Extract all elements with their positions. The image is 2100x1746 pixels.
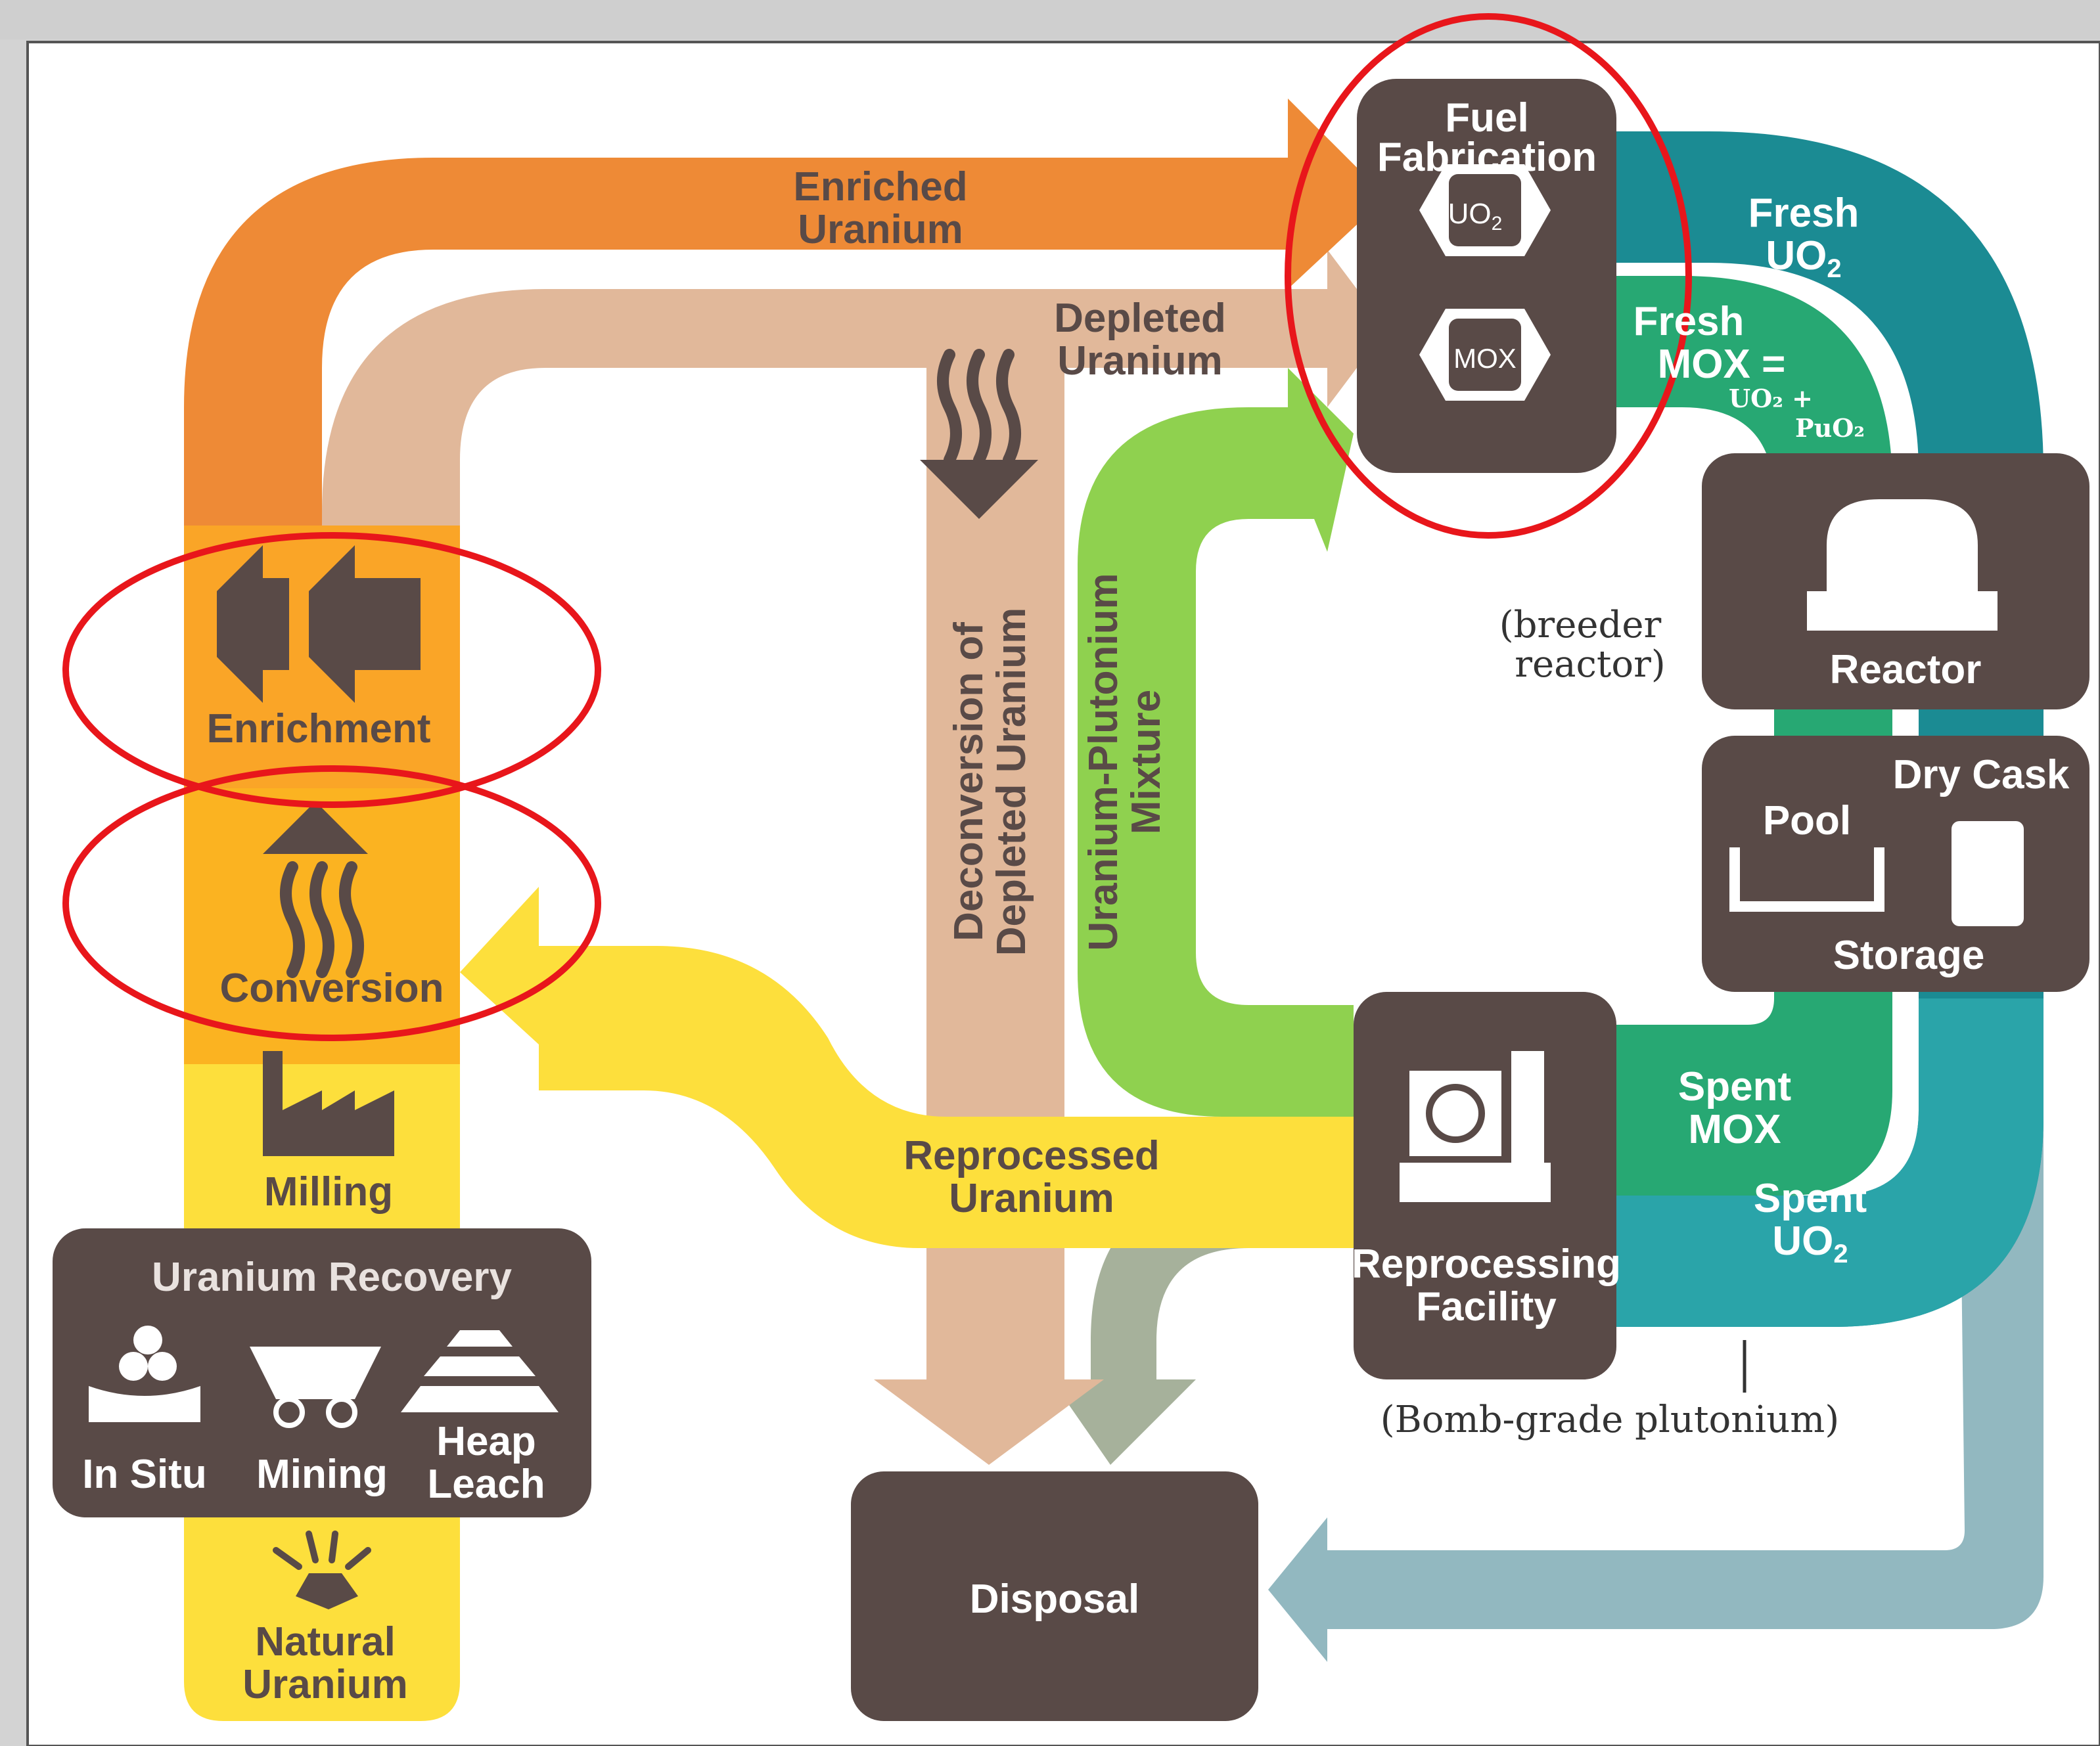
storage-label: Storage (1833, 933, 1985, 978)
highlight-ellipses (62, 13, 1692, 1041)
natural-uranium-icon (273, 1531, 371, 1609)
depleted-uranium-flow (322, 250, 1386, 1465)
dry-cask-label: Dry Cask (1893, 752, 2070, 797)
fuel-fabrication-label-1: Fuel (1445, 95, 1528, 141)
fresh-uo2-label-1: Fresh (1748, 190, 1860, 236)
labels: Enrichment Conversion Milling Uranium Re… (82, 95, 2070, 1707)
mining-label: Mining (256, 1452, 388, 1497)
uranium-recovery-box (53, 1228, 591, 1517)
heap-label: Heap (436, 1419, 536, 1464)
pool-label: Pool (1763, 798, 1851, 843)
heap-leach-icon (401, 1330, 559, 1412)
highlight-enrichment (62, 532, 601, 808)
reprocessed-uranium-label-1: Reprocessed (903, 1133, 1159, 1178)
enriched-uranium-label-1: Enriched (793, 164, 967, 210)
annotations: (breeder reactor) (Bomb-grade plutonium) (1381, 604, 1839, 1441)
pool-icon (1729, 847, 1884, 912)
disposal-label: Disposal (970, 1577, 1139, 1622)
spent-uo2-label-2: UO2 (1772, 1219, 1848, 1268)
natural-uranium-label-1: Natural (255, 1619, 396, 1665)
storage-box (1702, 736, 2089, 992)
conversion-label: Conversion (219, 966, 444, 1011)
deconversion-icon (937, 349, 1021, 466)
uranium-recovery-title: Uranium Recovery (152, 1255, 512, 1300)
reactor-label: Reactor (1830, 647, 1982, 692)
conversion-icon (280, 861, 364, 978)
reprocessing-box (1354, 992, 1616, 1379)
fresh-uo2-label-2: UO2 (1766, 233, 1841, 283)
reprocessed-uranium-flow (460, 887, 1354, 1248)
dry-cask-icon (1952, 821, 2024, 926)
bomb-grade-annotation: (Bomb-grade plutonium) (1381, 1399, 1839, 1441)
fresh-mox-label-2: MOX = (1658, 342, 1786, 387)
depleted-uranium-label-2: Uranium (1057, 338, 1222, 384)
reprocessing-label-2: Facility (1416, 1284, 1557, 1330)
fresh-mox-label-1: Fresh (1633, 299, 1745, 344)
in-situ-label: In Situ (82, 1452, 206, 1497)
enriched-uranium-label-2: Uranium (798, 207, 963, 252)
depleted-uranium-label-1: Depleted (1054, 296, 1226, 341)
in-situ-icon (133, 1326, 162, 1354)
deconversion-label-1: Deconversion of (946, 622, 992, 941)
uranium-plutonium-flow (1078, 368, 1354, 1117)
reprocessing-label-1: Reprocessing (1352, 1242, 1621, 1287)
uranium-plutonium-label-2: Mixture (1124, 690, 1169, 834)
conversion-arrow-icon (263, 801, 368, 854)
enrichment-icon (217, 545, 421, 703)
milling-label: Milling (264, 1169, 393, 1215)
reactor-icon (1807, 499, 1997, 631)
mox-symbol: MOX (1453, 343, 1517, 374)
fresh-mox-formula-1: UO₂ + (1729, 384, 1813, 413)
breeder-annotation-2: reactor) (1515, 643, 1666, 686)
deconversion-arrow-icon (920, 460, 1038, 519)
spent-uo2-label-1: Spent (1754, 1176, 1867, 1221)
mining-cart-icon (250, 1347, 381, 1399)
spent-mox-label-1: Spent (1678, 1064, 1791, 1109)
reprocessed-uranium-label-2: Uranium (949, 1176, 1114, 1221)
fuel-fabrication-label-2: Fabrication (1377, 135, 1597, 180)
disposal-box (851, 1471, 1258, 1721)
fuel-fabrication-box (1357, 79, 1616, 473)
reactor-box (1702, 453, 2089, 709)
recycle-icon (1409, 1071, 1501, 1156)
deconversion-label-2: Depleted Uranium (989, 608, 1034, 956)
milling-factory-icon (263, 1051, 394, 1156)
spent-mox-label-2: MOX (1688, 1107, 1781, 1152)
natural-uranium-label-2: Uranium (242, 1662, 407, 1707)
uranium-plutonium-label-1: Uranium-Plutonium (1081, 573, 1126, 951)
leach-label: Leach (427, 1462, 545, 1507)
fresh-mox-formula-2: PuO₂ (1795, 413, 1865, 443)
breeder-annotation-1: (breeder (1499, 604, 1662, 646)
waste-flow-to-disposal (1051, 1182, 1354, 1465)
highlight-fuel-fabrication (1285, 13, 1692, 539)
top-border (0, 0, 2100, 39)
spent-uo2-flow (1616, 998, 2043, 1327)
highlight-conversion (62, 765, 601, 1041)
uo2-symbol: UO2 (1448, 198, 1503, 235)
enrichment-label: Enrichment (206, 706, 430, 751)
